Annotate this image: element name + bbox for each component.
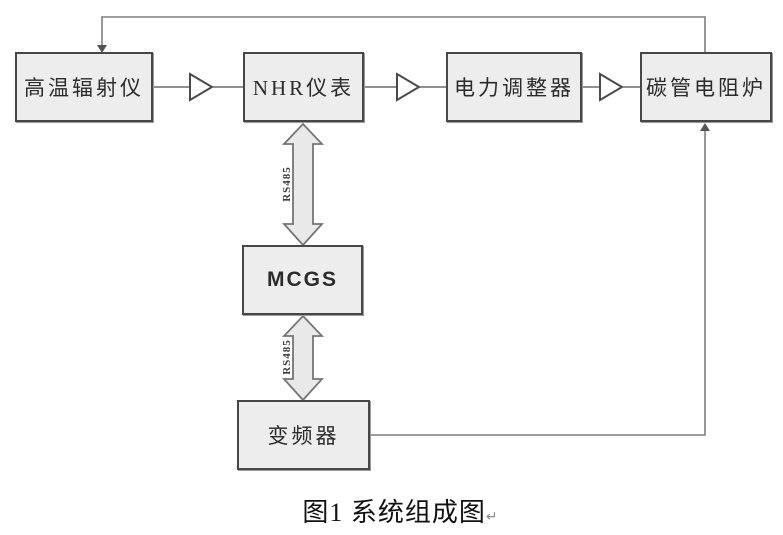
- node-mcgs: MCGS: [242, 245, 363, 315]
- figure-caption-text: 图1 系统组成图: [302, 498, 486, 527]
- amplifier-triangle-icon-2: [396, 72, 421, 102]
- node-furnace: 碳管电阻炉: [640, 52, 772, 122]
- node-inverter: 变频器: [237, 400, 370, 470]
- node-nhr-meter-label: NHR仪表: [252, 76, 355, 100]
- rs485-label-lower: RS485: [281, 339, 293, 375]
- node-power-regulator-label: 电力调整器: [454, 76, 574, 100]
- rs485-label-upper: RS485: [281, 166, 293, 202]
- paragraph-mark-icon: ↵: [485, 510, 498, 525]
- amplifier-triangle-icon-3: [599, 72, 624, 102]
- node-nhr-meter: NHR仪表: [243, 52, 364, 122]
- node-furnace-label: 碳管电阻炉: [646, 76, 766, 100]
- amplifier-triangle-icon-1: [189, 72, 214, 102]
- feedback-line: [101, 16, 706, 52]
- inverter-to-furnace-line: [370, 130, 706, 436]
- node-power-regulator: 电力调整器: [446, 52, 582, 122]
- node-radiometer: 高温辐射仪: [15, 52, 153, 122]
- node-mcgs-label: MCGS: [267, 268, 338, 291]
- up-arrowhead-icon: [700, 123, 710, 131]
- figure-caption: 图1 系统组成图↵: [0, 492, 783, 529]
- down-arrowhead-icon: [97, 45, 107, 53]
- node-inverter-label: 变频器: [267, 424, 340, 448]
- node-radiometer-label: 高温辐射仪: [24, 76, 144, 100]
